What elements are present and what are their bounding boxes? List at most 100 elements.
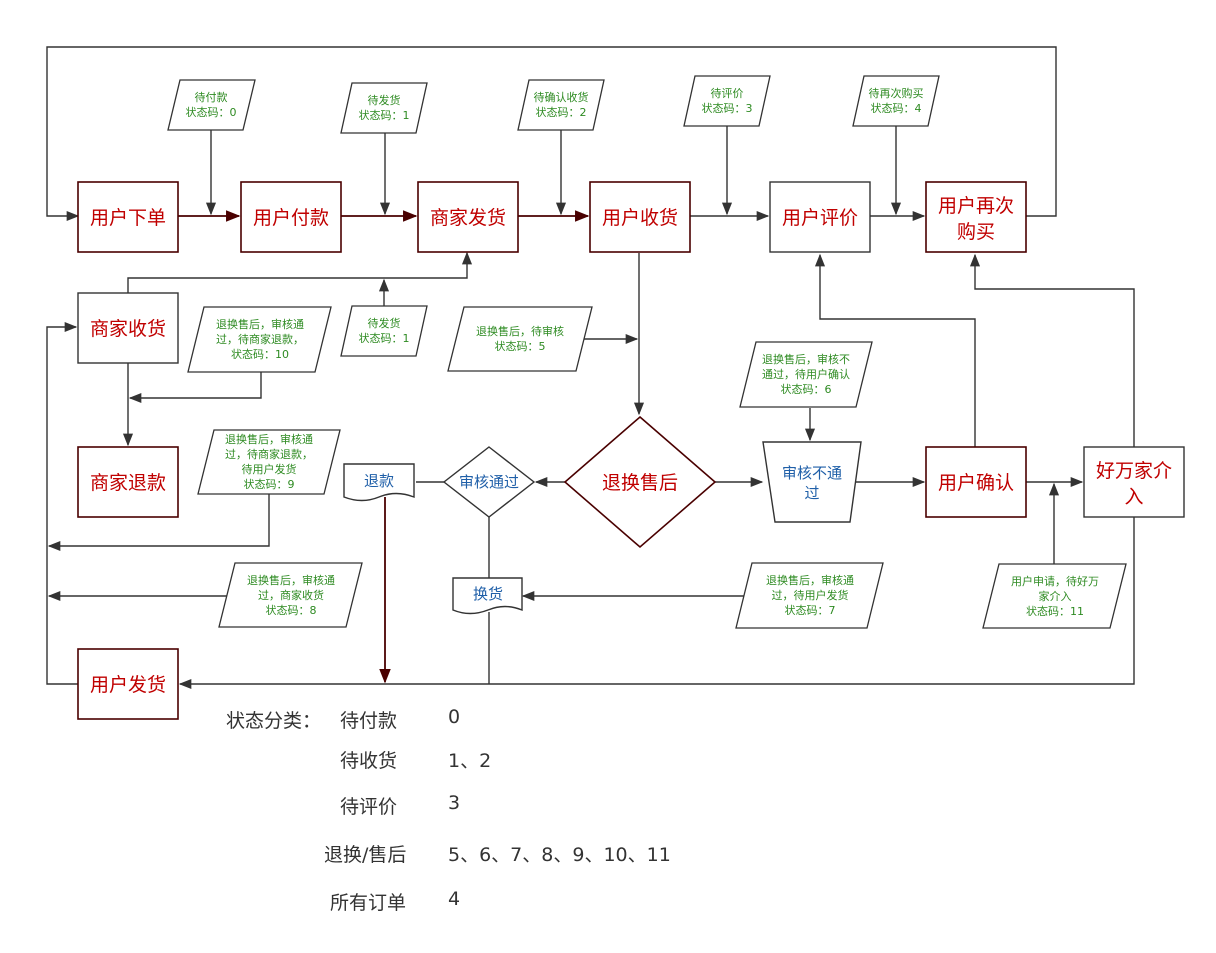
s4-line-1: 待再次购买	[869, 86, 924, 100]
s9-line-4: 状态码：9	[244, 477, 295, 491]
status-note-4: 待再次购买 状态码：4	[852, 75, 940, 127]
status-note-9: 退换售后，审核通 过，待商家退款， 待用户发货 状态码：9	[197, 429, 341, 495]
user-ship-to-merchant-receive-arrow	[46, 321, 78, 685]
refund-label: 退款	[364, 472, 394, 490]
s1-mid-line-2: 状态码：1	[359, 331, 410, 345]
status-note-0: 待付款 状态码：0	[167, 79, 256, 131]
s9-line-1: 退换售后，审核通	[225, 432, 313, 446]
legend-codes-3: 5、6、7、8、9、10、11	[448, 844, 671, 866]
s5-line-1: 退换售后，待审核	[476, 324, 564, 338]
s4-line-2: 状态码：4	[871, 101, 922, 115]
review-pass-diamond[interactable]: 审核通过	[442, 446, 536, 518]
status-note-10: 退换售后，审核通 过，待商家退款， 状态码：10	[187, 306, 332, 373]
s8-line-1: 退换售后，审核通	[247, 573, 335, 587]
s1-top-line-2: 状态码：1	[359, 108, 410, 122]
merchant-refund-box[interactable]: 商家退款	[77, 446, 179, 518]
status-note-2: 待确认收货 状态码：2	[517, 79, 605, 131]
s7-line-3: 状态码：7	[785, 603, 836, 617]
review-pass-label: 审核通过	[459, 473, 519, 491]
exchange-document[interactable]: 换货	[452, 577, 523, 615]
platform-label-1: 好万家介	[1096, 460, 1172, 482]
legend-codes-4: 4	[448, 888, 461, 910]
user-confirm-box[interactable]: 用户确认	[925, 446, 1027, 518]
status-note-5: 退换售后，待审核 状态码：5	[447, 306, 593, 372]
review-fail-label-1: 审核不通	[782, 464, 842, 482]
s7-line-2: 过，待用户发货	[772, 588, 849, 602]
platform-to-rebuy-arrow	[969, 253, 1135, 447]
status-note-7: 退换售后，审核通 过，待用户发货 状态码：7	[735, 562, 884, 629]
legend-codes-1: 1、2	[448, 750, 492, 772]
s10-line-2: 过，待商家退款，	[216, 332, 304, 346]
s10-line-1: 退换售后，审核通	[216, 317, 304, 331]
platform-to-user-ship-arrow	[178, 517, 1135, 690]
s6-line-1: 退换售后，审核不	[762, 352, 850, 366]
status-note-6: 退换售后，审核不 通过，待用户确认 状态码：6	[739, 341, 873, 408]
legend-label-1: 待收货	[340, 750, 398, 772]
refund-document[interactable]: 退款	[343, 463, 415, 502]
after-sale-label: 退换售后	[602, 472, 678, 494]
review-fail-label-2: 过	[804, 484, 819, 502]
user-receive-label: 用户收货	[602, 207, 678, 229]
legend-heading: 状态分类：	[226, 710, 322, 732]
user-pay-box[interactable]: 用户付款	[240, 181, 342, 253]
legend-label-0: 待付款	[340, 710, 398, 732]
status-note-1-top: 待发货 状态码：1	[340, 82, 428, 134]
s8-line-3: 状态码：8	[266, 603, 317, 617]
exchange-label: 换货	[473, 585, 503, 603]
s11-line-3: 状态码：11	[1026, 604, 1084, 618]
review-fail-trapezoid[interactable]: 审核不通 过	[762, 441, 862, 523]
user-confirm-label: 用户确认	[938, 472, 1014, 494]
s2-line-1: 待确认收货	[534, 90, 589, 104]
status-note-3: 待评价 状态码：3	[683, 75, 771, 127]
platform-intervene-box[interactable]: 好万家介 入	[1083, 446, 1185, 518]
legend-codes-2: 3	[448, 792, 461, 814]
user-review-label: 用户评价	[782, 207, 858, 229]
after-sale-diamond[interactable]: 退换售后	[563, 415, 717, 549]
s6-line-2: 通过，待用户确认	[762, 367, 850, 381]
legend-label-3: 退换/售后	[324, 844, 407, 866]
s10-arrow	[128, 372, 262, 404]
user-order-label: 用户下单	[90, 207, 166, 229]
s11-line-2: 家介入	[1039, 589, 1072, 603]
status-note-11: 用户申请，待好万 家介入 状态码：11	[982, 563, 1127, 629]
user-order-box[interactable]: 用户下单	[77, 181, 179, 253]
s1-mid-line-1: 待发货	[368, 316, 401, 330]
s1-top-line-1: 待发货	[368, 93, 401, 107]
user-ship-box[interactable]: 用户发货	[77, 648, 179, 720]
legend-codes-0: 0	[448, 706, 461, 728]
legend-label-2: 待评价	[340, 796, 398, 818]
status-note-1-mid: 待发货 状态码：1	[340, 305, 428, 357]
s11-line-1: 用户申请，待好万	[1011, 574, 1099, 588]
merchant-receive-box[interactable]: 商家收货	[77, 292, 179, 364]
user-rebuy-label-2: 购买	[957, 221, 995, 243]
s2-line-2: 状态码：2	[536, 105, 587, 119]
merchant-ship-box[interactable]: 商家发货	[417, 181, 519, 253]
merchant-refund-label: 商家退款	[90, 472, 166, 494]
s9-arrow	[47, 494, 270, 552]
s5-line-2: 状态码：5	[495, 339, 546, 353]
user-rebuy-label-1: 用户再次	[938, 195, 1014, 217]
s8-line-2: 过，商家收货	[258, 588, 324, 602]
s0-line-2: 状态码：0	[186, 105, 237, 119]
user-review-box[interactable]: 用户评价	[769, 181, 871, 253]
merchant-receive-label: 商家收货	[90, 318, 166, 340]
user-ship-label: 用户发货	[90, 674, 166, 696]
loop-rebuy-to-order-arrow	[46, 46, 1057, 222]
s0-line-1: 待付款	[195, 90, 228, 104]
s9-line-2: 过，待商家退款，	[225, 447, 313, 461]
s10-line-3: 状态码：10	[231, 347, 289, 361]
merchant-ship-label: 商家发货	[430, 207, 506, 229]
status-note-8: 退换售后，审核通 过，商家收货 状态码：8	[218, 562, 363, 628]
s6-line-3: 状态码：6	[781, 382, 832, 396]
confirm-to-review-arrow	[814, 253, 976, 447]
s7-line-1: 退换售后，审核通	[766, 573, 854, 587]
merchant-receive-to-ship-arrow	[127, 251, 473, 293]
s9-line-3: 待用户发货	[242, 462, 297, 476]
s3-line-2: 状态码：3	[702, 101, 753, 115]
platform-label-2: 入	[1124, 486, 1143, 508]
user-receive-box[interactable]: 用户收货	[589, 181, 691, 253]
legend-label-4: 所有订单	[330, 892, 407, 914]
s3-line-1: 待评价	[711, 86, 744, 100]
user-rebuy-box[interactable]: 用户再次 购买	[925, 181, 1027, 253]
